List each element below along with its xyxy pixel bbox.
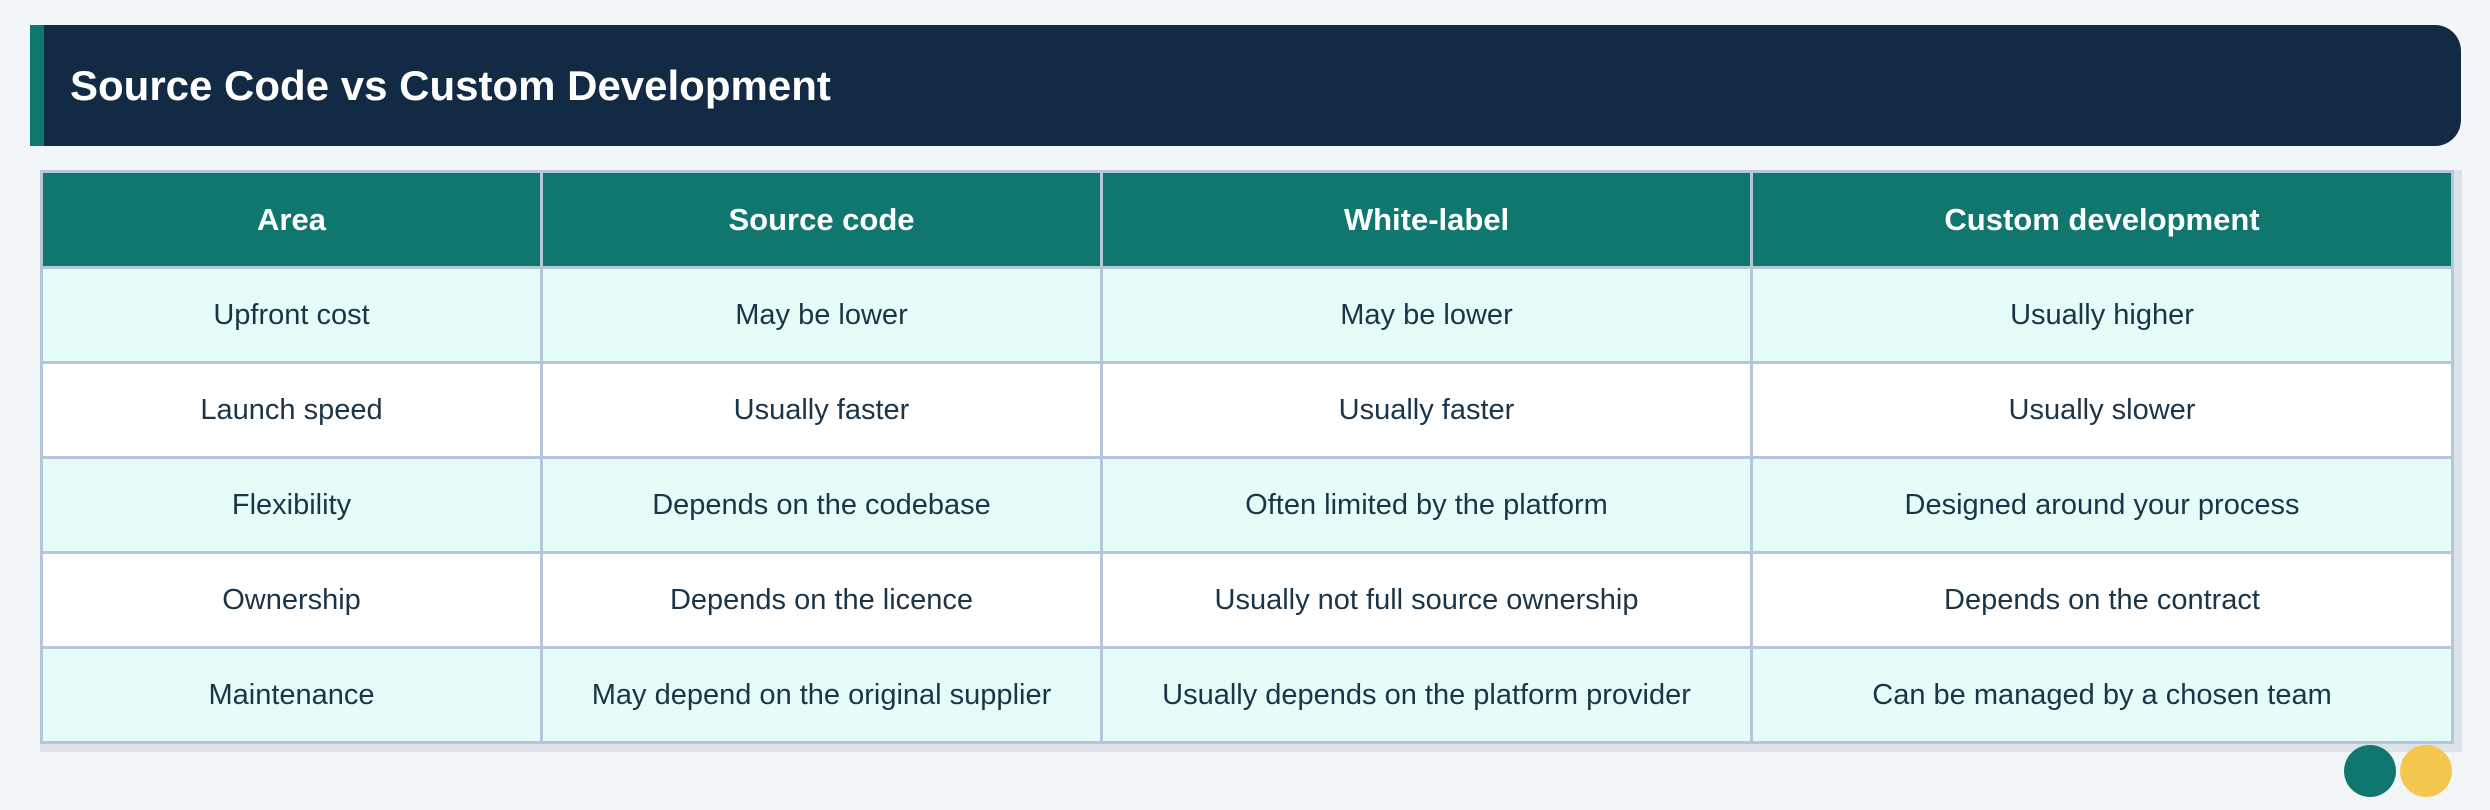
cell-white-label: Often limited by the platform bbox=[1100, 456, 1753, 554]
header-banner: Source Code vs Custom Development bbox=[30, 25, 2461, 146]
comparison-table: Area Source code White-label Custom deve… bbox=[40, 170, 2454, 744]
table-row: Launch speed Usually faster Usually fast… bbox=[40, 361, 2454, 459]
cell-source-code: Depends on the codebase bbox=[540, 456, 1103, 554]
cell-custom-development: Usually slower bbox=[1750, 361, 2454, 459]
table-row: Ownership Depends on the licence Usually… bbox=[40, 551, 2454, 649]
table-header-row: Area Source code White-label Custom deve… bbox=[40, 170, 2454, 269]
yellow-dot-icon bbox=[2400, 745, 2452, 797]
comparison-table-container: Area Source code White-label Custom deve… bbox=[40, 170, 2454, 744]
cell-custom-development: Depends on the contract bbox=[1750, 551, 2454, 649]
table-row: Flexibility Depends on the codebase Ofte… bbox=[40, 456, 2454, 554]
cell-source-code: May be lower bbox=[540, 266, 1103, 364]
cell-source-code: May depend on the original supplier bbox=[540, 646, 1103, 744]
cell-white-label: May be lower bbox=[1100, 266, 1753, 364]
cell-source-code: Depends on the licence bbox=[540, 551, 1103, 649]
cell-area: Launch speed bbox=[40, 361, 543, 459]
header-accent-bar bbox=[30, 25, 44, 146]
cell-white-label: Usually depends on the platform provider bbox=[1100, 646, 1753, 744]
cell-area: Maintenance bbox=[40, 646, 543, 744]
column-header-custom-development: Custom development bbox=[1750, 170, 2454, 269]
teal-dot-icon bbox=[2344, 745, 2396, 797]
cell-white-label: Usually faster bbox=[1100, 361, 1753, 459]
page-title: Source Code vs Custom Development bbox=[70, 62, 831, 109]
cell-source-code: Usually faster bbox=[540, 361, 1103, 459]
column-header-source-code: Source code bbox=[540, 170, 1103, 269]
cell-area: Flexibility bbox=[40, 456, 543, 554]
cell-area: Ownership bbox=[40, 551, 543, 649]
column-header-area: Area bbox=[40, 170, 543, 269]
cell-custom-development: Designed around your process bbox=[1750, 456, 2454, 554]
table-row: Upfront cost May be lower May be lower U… bbox=[40, 266, 2454, 364]
cell-custom-development: Usually higher bbox=[1750, 266, 2454, 364]
cell-area: Upfront cost bbox=[40, 266, 543, 364]
column-header-white-label: White-label bbox=[1100, 170, 1753, 269]
cell-custom-development: Can be managed by a chosen team bbox=[1750, 646, 2454, 744]
table-row: Maintenance May depend on the original s… bbox=[40, 646, 2454, 744]
cell-white-label: Usually not full source ownership bbox=[1100, 551, 1753, 649]
